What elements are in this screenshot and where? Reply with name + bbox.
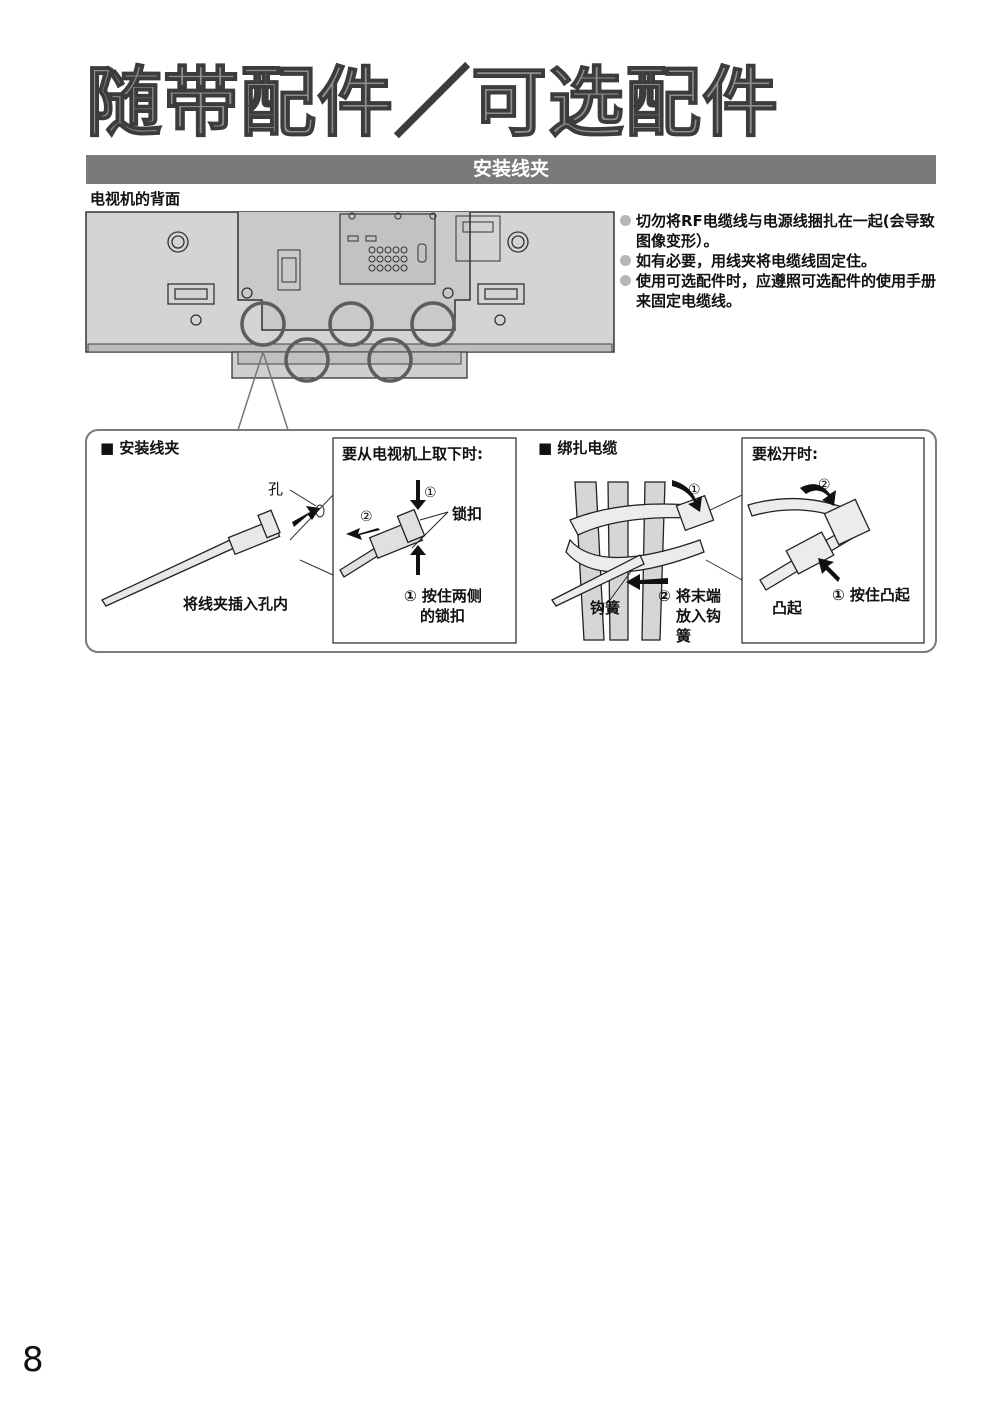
notes-list: 切勿将RF电缆线与电源线捆扎在一起(会导致图像变形）。 如有必要，用线夹将电缆线… bbox=[620, 211, 945, 311]
press-sides-label-2: 的锁扣 bbox=[420, 607, 466, 625]
bullet-icon bbox=[620, 215, 631, 226]
note-item: 使用可选配件时，应遵照可选配件的使用手册来固定电缆线。 bbox=[620, 271, 945, 311]
note-item: 切勿将RF电缆线与电源线捆扎在一起(会导致图像变形）。 bbox=[620, 211, 945, 251]
put-end-label-2: 放入钩 bbox=[676, 607, 722, 625]
section-bar: 安装线夹 bbox=[86, 155, 936, 184]
bump-label: 凸起 bbox=[772, 599, 803, 617]
put-end-label-3: 簧 bbox=[676, 627, 692, 645]
insert-label: 将线夹插入孔内 bbox=[183, 595, 289, 613]
press-sides-label-1: ① 按住两侧 bbox=[404, 587, 482, 605]
remove-step1-mark: ① bbox=[424, 485, 437, 501]
remove-step2-mark: ② bbox=[360, 509, 373, 525]
note-item: 如有必要，用线夹将电缆线固定住。 bbox=[620, 251, 945, 271]
hook-label: 钩簧 bbox=[590, 599, 621, 617]
put-end-label-1: ② 将末端 bbox=[658, 587, 721, 605]
tv-back-illustration bbox=[85, 211, 937, 653]
bullet-icon bbox=[620, 275, 631, 286]
hole-label: 孔 bbox=[268, 480, 284, 498]
bind-heading: ■ 绑扎电缆 bbox=[538, 439, 618, 457]
page-title: 随带配件／可选配件 bbox=[85, 57, 779, 148]
latch-label: 锁扣 bbox=[452, 505, 483, 523]
install-heading: ■ 安装线夹 bbox=[100, 439, 180, 457]
press-bump-label: ① 按住凸起 bbox=[832, 586, 910, 604]
bullet-icon bbox=[620, 255, 631, 266]
bind-step1-mark: ① bbox=[688, 482, 701, 498]
tv-back-label: 电视机的背面 bbox=[90, 190, 181, 208]
loosen-heading: 要松开时: bbox=[752, 445, 818, 463]
remove-heading: 要从电视机上取下时: bbox=[342, 445, 483, 463]
remove-box bbox=[332, 437, 517, 644]
page-number: 8 bbox=[22, 1340, 44, 1380]
loosen-step2-mark: ② bbox=[818, 477, 831, 493]
